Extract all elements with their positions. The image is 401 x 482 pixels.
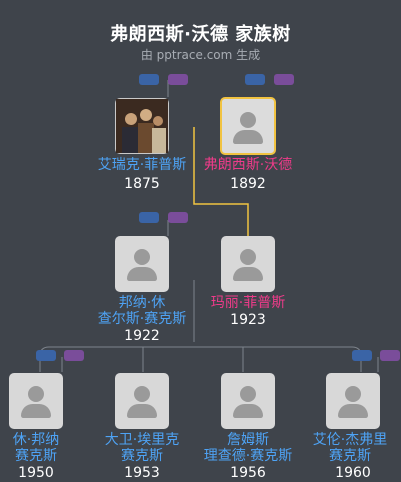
person-placeholder-body (233, 130, 263, 144)
person-card-hugh-sykes[interactable] (9, 373, 63, 429)
relation-tag-blue[interactable] (352, 350, 372, 361)
person-placeholder-icon (134, 386, 150, 402)
page-subtitle: 由 pptrace.com 生成 (140, 48, 261, 62)
relation-tag-blue[interactable] (139, 74, 159, 85)
relation-tag-blue[interactable] (139, 212, 159, 223)
person-card-david-sykes[interactable] (115, 373, 169, 429)
person-placeholder-icon (345, 386, 361, 402)
person-year: 1892 (230, 176, 266, 192)
relation-tag-blue[interactable] (36, 350, 56, 361)
person-card-eric-phipps[interactable] (115, 98, 169, 154)
person-card-frances-ward[interactable] (220, 97, 276, 155)
person-card-james-sykes[interactable] (221, 373, 275, 429)
relation-tag-purple[interactable] (168, 212, 188, 223)
person-year: 1922 (124, 328, 160, 344)
person-placeholder-body (233, 404, 263, 418)
person-name: 赛克斯 (15, 448, 57, 464)
page-title: 弗朗西斯·沃德 家族树 (110, 24, 291, 45)
person-placeholder-icon (28, 386, 44, 402)
person-card-alan-sykes[interactable] (326, 373, 380, 429)
person-name: 艾瑞克·菲普斯 (97, 157, 187, 173)
person-year: 1953 (124, 465, 160, 481)
person-placeholder-icon (134, 249, 150, 265)
person-year: 1960 (335, 465, 371, 481)
relation-tag-purple[interactable] (274, 74, 294, 85)
person-name: 弗朗西斯·沃德 (203, 157, 293, 173)
person-name: 查尔斯·赛克斯 (97, 311, 187, 327)
person-placeholder-icon (240, 112, 256, 128)
relation-tag-purple[interactable] (380, 350, 400, 361)
person-name: 休·邦纳 (12, 432, 60, 448)
relation-tag-purple[interactable] (168, 74, 188, 85)
person-placeholder-icon (240, 386, 256, 402)
person-placeholder-body (233, 267, 263, 281)
relation-tag-purple[interactable] (64, 350, 84, 361)
person-name: 理查德·赛克斯 (203, 448, 293, 464)
person-name: 艾伦·杰弗里 (312, 432, 388, 448)
person-year: 1875 (124, 176, 160, 192)
person-placeholder-body (127, 404, 157, 418)
person-name: 玛丽·菲普斯 (210, 295, 286, 311)
person-name: 邦纳·休 (118, 295, 166, 311)
portrait-photo (116, 99, 168, 153)
person-placeholder-body (21, 404, 51, 418)
person-name: 赛克斯 (121, 448, 163, 464)
relation-tag-blue[interactable] (245, 74, 265, 85)
person-placeholder-body (127, 267, 157, 281)
person-name: 赛克斯 (329, 448, 371, 464)
person-card-bonner-sykes[interactable] (115, 236, 169, 292)
person-placeholder-icon (240, 249, 256, 265)
person-name: 詹姆斯 (227, 432, 269, 448)
person-year: 1956 (230, 465, 266, 481)
person-year: 1923 (230, 312, 266, 328)
person-name: 大卫·埃里克 (104, 432, 180, 448)
person-card-mary-phipps[interactable] (221, 236, 275, 292)
person-year: 1950 (18, 465, 54, 481)
person-placeholder-body (338, 404, 368, 418)
